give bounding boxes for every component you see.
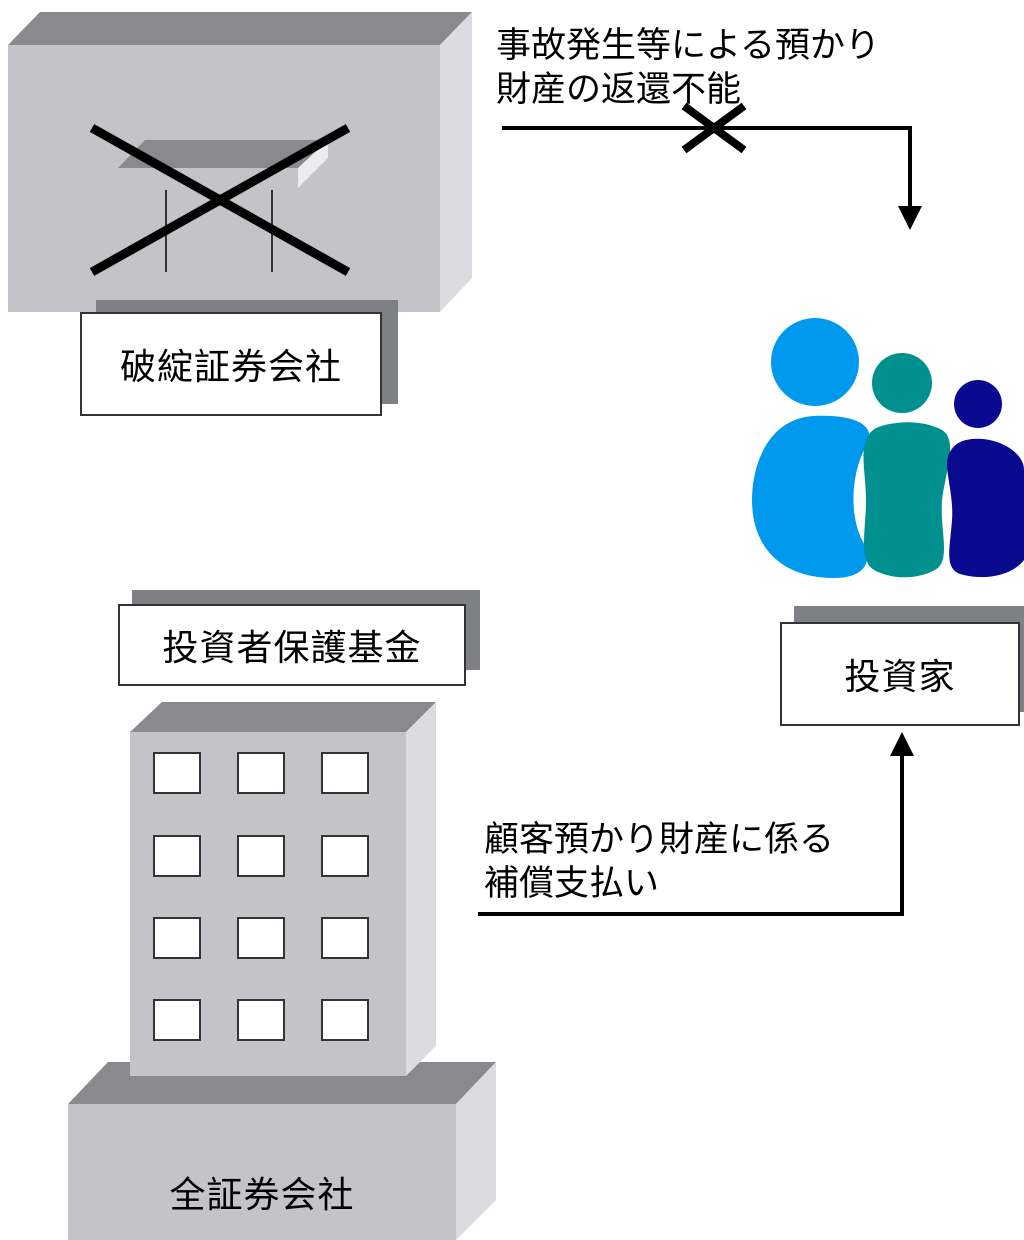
window <box>237 752 285 794</box>
window <box>321 917 369 959</box>
window <box>153 917 201 959</box>
base-side <box>456 1062 496 1240</box>
blocked-x-b <box>681 102 747 154</box>
compensation-arrow-line <box>478 752 904 916</box>
compensation-arrow-head <box>890 732 914 756</box>
window <box>237 917 285 959</box>
window <box>321 752 369 794</box>
failure-arrow-line <box>502 126 912 212</box>
failed-building-face <box>8 45 440 312</box>
person-large-body <box>752 415 870 578</box>
person-large-head <box>771 318 859 406</box>
failure-caption: 事故発生等による預かり 財産の返還不能 <box>496 24 880 112</box>
investor-label-text: 投資家 <box>844 657 956 698</box>
failed-building-side <box>440 12 472 312</box>
person-small-head <box>954 380 1002 428</box>
all-firms-label: 全証券会社 <box>169 1175 355 1216</box>
window <box>153 999 201 1041</box>
inner-shelf-top <box>118 140 328 168</box>
window <box>237 835 285 877</box>
compensation-caption-line2: 補償支払い <box>484 864 660 904</box>
tower-top <box>130 702 436 732</box>
window <box>321 835 369 877</box>
failed-firm-label: 破綻証券会社 <box>80 312 382 416</box>
base-face <box>68 1104 456 1240</box>
person-middle-head <box>872 353 932 413</box>
failure-caption-line2: 財産の返還不能 <box>496 70 742 110</box>
window <box>153 752 201 794</box>
fund-label-text: 投資者保護基金 <box>162 628 422 669</box>
failure-arrow-head <box>898 206 922 230</box>
fund-label: 投資者保護基金 <box>118 604 466 686</box>
person-middle-body <box>863 422 951 578</box>
window <box>321 999 369 1041</box>
inner-shelf-side <box>298 140 328 188</box>
tower-side <box>406 702 436 1076</box>
tower-windows <box>153 752 369 1041</box>
failure-x-mark-b <box>89 124 351 276</box>
failed-building-top <box>8 12 472 45</box>
failed-firm-label-text: 破綻証券会社 <box>119 347 342 388</box>
investor-label: 投資家 <box>780 622 1020 726</box>
compensation-caption-line1: 顧客預かり財産に係る <box>484 820 835 860</box>
compensation-caption: 顧客預かり財産に係る 補償支払い <box>484 818 834 906</box>
failure-caption-line1: 事故発生等による預かり <box>496 26 880 66</box>
person-small-body <box>947 438 1024 578</box>
window <box>153 835 201 877</box>
window <box>237 999 285 1041</box>
